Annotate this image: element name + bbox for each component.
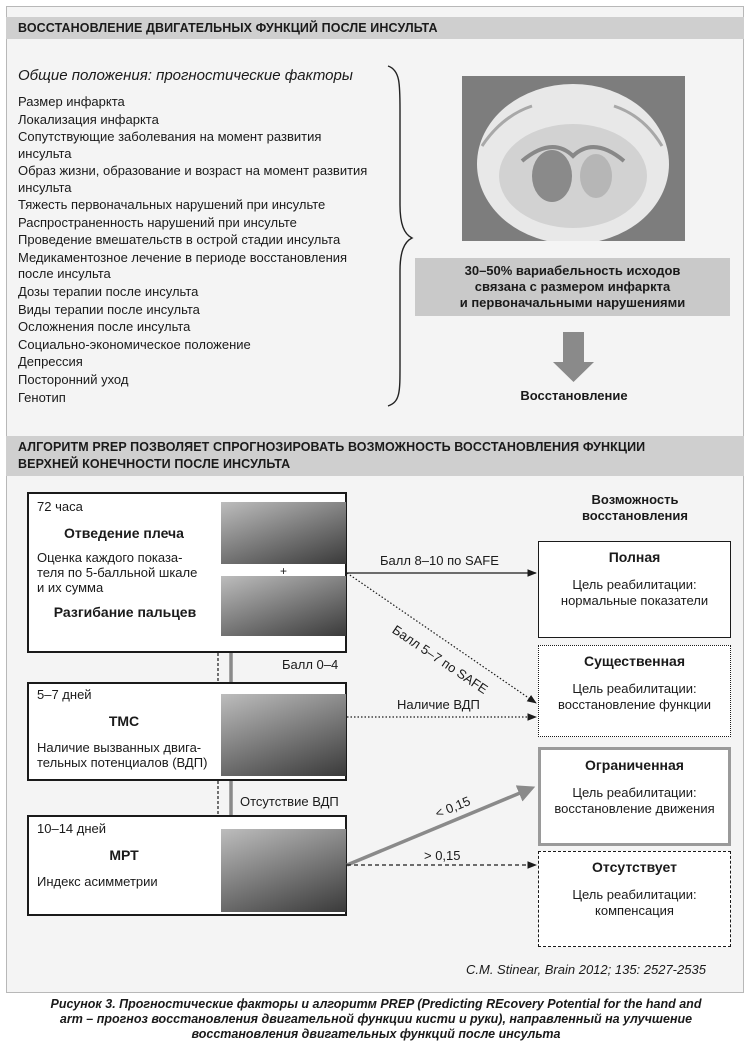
citation: C.M. Stinear, Brain 2012; 135: 2527-2535 xyxy=(466,962,706,977)
label-mep-present: Наличие ВДП xyxy=(397,697,480,712)
stage-72h-desc: Оценка каждого показа- теля по 5-балльно… xyxy=(37,550,197,595)
outcome-substantial-box: Существенная Цель реабилитации: восстано… xyxy=(538,645,731,737)
stage-tms-desc: Наличие вызванных двига- тельных потенци… xyxy=(37,740,207,770)
outcome-line: Цель реабилитации: xyxy=(572,887,697,902)
arrow-less-015 xyxy=(346,785,536,867)
factor-item: Медикаментозное лечение в периоде восста… xyxy=(18,249,348,282)
mri-photo xyxy=(221,829,346,912)
section2-header: АЛГОРИТМ PREP ПОЗВОЛЯЕТ СПРОГНОЗИРОВАТЬ … xyxy=(6,436,744,476)
caption-line2: arm – прогноз восстановления двигательно… xyxy=(59,1012,693,1026)
factor-item: Генотип xyxy=(18,389,66,405)
outcome-substantial-text: Цель реабилитации: восстановление функци… xyxy=(539,681,730,713)
factor-item: Тяжесть первоначальных нарушений при инс… xyxy=(18,197,326,213)
tms-photo xyxy=(221,694,346,776)
desc-line: Наличие вызванных двига- xyxy=(37,740,202,755)
section2-header-line1: АЛГОРИТМ PREP ПОЗВОЛЯЕТ СПРОГНОЗИРОВАТЬ … xyxy=(18,440,646,454)
stage-72h-box: 72 часа Отведение плеча Оценка каждого п… xyxy=(27,492,347,653)
factor-item: Локализация инфаркта xyxy=(18,111,159,127)
factor-item: Сопутствующие заболевания на момент разв… xyxy=(18,129,322,161)
outcome-absent-box: Отсутствует Цель реабилитации: компенсац… xyxy=(538,851,731,947)
outcome-absent-text: Цель реабилитации: компенсация xyxy=(539,887,730,919)
factor-item: Дозы терапии после инсульта xyxy=(18,283,199,299)
outcome-substantial-title: Существенная xyxy=(583,653,686,669)
column-title-line1: Возможность xyxy=(591,492,679,507)
desc-line: Оценка каждого показа- xyxy=(37,550,183,565)
finger-test-photo xyxy=(221,576,346,636)
label-greater-015: > 0,15 xyxy=(424,848,461,863)
outcome-line: восстановление функции xyxy=(557,697,712,712)
stage-mri-desc: Индекс асимметрии xyxy=(37,874,158,889)
factors-title: Общие положения: прогностические факторы xyxy=(18,67,353,84)
arrow-safe-5-7 xyxy=(346,572,537,704)
outcome-line: восстановление движения xyxy=(554,801,715,816)
factor-item: Проведение вмешательств в острой стадии … xyxy=(18,232,341,248)
section2-header-line2: ВЕРХНЕЙ КОНЕЧНОСТИ ПОСЛЕ ИНСУЛЬТА xyxy=(18,457,291,471)
desc-line: теля по 5-балльной шкале xyxy=(37,565,198,580)
outcome-absent-title: Отсутствует xyxy=(592,859,677,875)
outcome-limited-box: Ограниченная Цель реабилитации: восстано… xyxy=(538,747,731,846)
factor-item: Осложнения после инсульта xyxy=(18,319,191,335)
outcome-limited-title: Ограниченная xyxy=(585,757,684,773)
figure-caption: Рисунок 3. Прогностические факторы и алг… xyxy=(14,997,738,1042)
factor-item: Виды терапии после инсульта xyxy=(18,301,200,317)
outcome-full-title: Полная xyxy=(608,549,661,565)
info-line-3: и первоначальными нарушениями xyxy=(459,295,686,310)
factor-item: Посторонний уход xyxy=(18,371,129,387)
finger-extension-title: Разгибание пальцев xyxy=(53,604,197,620)
variability-info-box: 30–50% вариабельность исходов связана с … xyxy=(415,258,730,316)
caption-line1: Рисунок 3. Прогностические факторы и алг… xyxy=(50,997,702,1011)
mri-title: МРТ xyxy=(109,847,139,863)
label-safe-8-10: Балл 8–10 по SAFE xyxy=(380,553,499,568)
factor-item: Депрессия xyxy=(18,354,83,370)
desc-line: и их сумма xyxy=(37,580,104,595)
factor-item: Образ жизни, образование и возраст на мо… xyxy=(18,163,368,195)
recovery-column-title: Возможность восстановления xyxy=(560,492,710,524)
stage-mri-box: 10–14 дней МРТ Индекс асимметрии xyxy=(27,815,347,916)
outcome-full-text: Цель реабилитации: нормальные показатели xyxy=(539,577,730,609)
desc-line: тельных потенциалов (ВДП) xyxy=(37,755,208,770)
outcome-line: Цель реабилитации: xyxy=(572,785,697,800)
outcome-line: Цель реабилитации: xyxy=(572,681,697,696)
outcome-line: нормальные показатели xyxy=(560,593,709,608)
stage-72h-time: 72 часа xyxy=(37,499,83,514)
stage-mri-time: 10–14 дней xyxy=(37,821,107,836)
brain-scan-image xyxy=(462,76,685,241)
label-mep-absent: Отсутствие ВДП xyxy=(240,794,339,809)
caption-line3: восстановления двигательных функций посл… xyxy=(191,1027,561,1041)
factor-item: Социально-экономическое положение xyxy=(18,336,251,352)
recovery-label: Восстановление xyxy=(520,388,628,403)
plus-sign: + xyxy=(280,564,288,578)
shoulder-abduction-title: Отведение плеча xyxy=(64,525,184,541)
info-line-2: связана с размером инфаркта xyxy=(474,279,671,294)
outcome-limited-text: Цель реабилитации: восстановление движен… xyxy=(541,785,728,817)
factor-item: Распространенность нарушений при инсульт… xyxy=(18,214,297,230)
stage-tms-box: 5–7 дней ТМС Наличие вызванных двига- те… xyxy=(27,682,347,781)
outcome-line: Цель реабилитации: xyxy=(572,577,697,592)
outcome-line: компенсация xyxy=(595,903,674,918)
section1-header: ВОССТАНОВЛЕНИЕ ДВИГАТЕЛЬНЫХ ФУНКЦИЙ ПОСЛ… xyxy=(6,17,744,39)
column-title-line2: восстановления xyxy=(581,508,688,523)
tms-title: ТМС xyxy=(108,713,140,729)
factor-item: Размер инфаркта xyxy=(18,94,125,109)
label-score-0-4: Балл 0–4 xyxy=(282,657,339,672)
stage-tms-time: 5–7 дней xyxy=(37,687,92,702)
info-line-1: 30–50% вариабельность исходов xyxy=(464,263,681,278)
shoulder-test-photo xyxy=(221,502,346,564)
outcome-full-box: Полная Цель реабилитации: нормальные пок… xyxy=(538,541,731,638)
